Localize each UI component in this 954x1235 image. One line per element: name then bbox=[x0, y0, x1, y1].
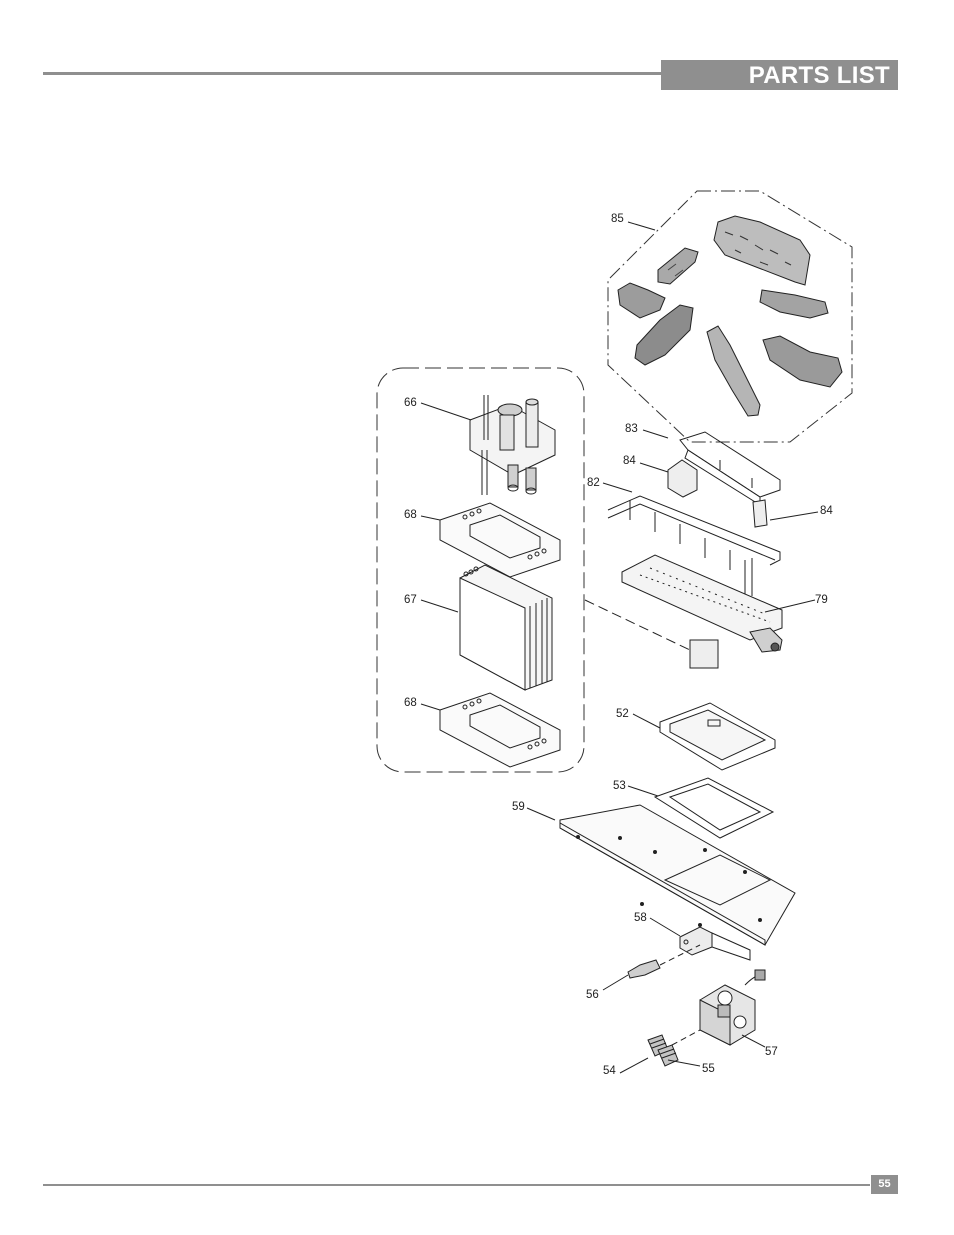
gasket-68-bottom bbox=[439, 692, 561, 768]
callout-83: 83 bbox=[625, 423, 638, 435]
gasket-68-top bbox=[439, 502, 561, 578]
base-plate-59 bbox=[559, 804, 796, 946]
page-number: 55 bbox=[871, 1175, 898, 1194]
callout-84-right: 84 bbox=[820, 505, 833, 517]
callout-56: 56 bbox=[586, 989, 599, 1001]
callout-68-top: 68 bbox=[404, 509, 417, 521]
callout-54: 54 bbox=[603, 1065, 616, 1077]
callout-84-upper: 84 bbox=[623, 455, 636, 467]
pilot-bracket-detail bbox=[689, 639, 719, 669]
callout-52: 52 bbox=[616, 708, 629, 720]
plate-84-right bbox=[752, 499, 768, 528]
fitting-56 bbox=[627, 944, 701, 979]
header-rule bbox=[43, 72, 661, 75]
burner-79 bbox=[621, 554, 783, 653]
callout-68-bottom: 68 bbox=[404, 697, 417, 709]
heat-exchanger-67 bbox=[459, 564, 553, 691]
callout-55: 55 bbox=[702, 1063, 715, 1075]
gasket-53 bbox=[653, 777, 775, 839]
callout-57: 57 bbox=[765, 1046, 778, 1058]
page-title: PARTS LIST bbox=[661, 60, 898, 90]
callout-53: 53 bbox=[613, 780, 626, 792]
callout-79: 79 bbox=[815, 594, 828, 606]
log-grate-82 bbox=[607, 495, 781, 600]
callout-66: 66 bbox=[404, 397, 417, 409]
footer-rule bbox=[43, 1184, 870, 1186]
callout-82: 82 bbox=[587, 477, 600, 489]
callout-58: 58 bbox=[634, 912, 647, 924]
gas-valve-57 bbox=[699, 969, 766, 1046]
bracket-58 bbox=[679, 926, 751, 961]
log-set-group bbox=[607, 190, 853, 443]
callout-85: 85 bbox=[611, 213, 624, 225]
plate-84-upper bbox=[667, 459, 698, 498]
burner-pan-52 bbox=[659, 702, 776, 771]
callout-59: 59 bbox=[512, 801, 525, 813]
callout-67: 67 bbox=[404, 594, 417, 606]
kit-boundary bbox=[376, 367, 585, 773]
pilot-assembly-66 bbox=[469, 395, 556, 495]
